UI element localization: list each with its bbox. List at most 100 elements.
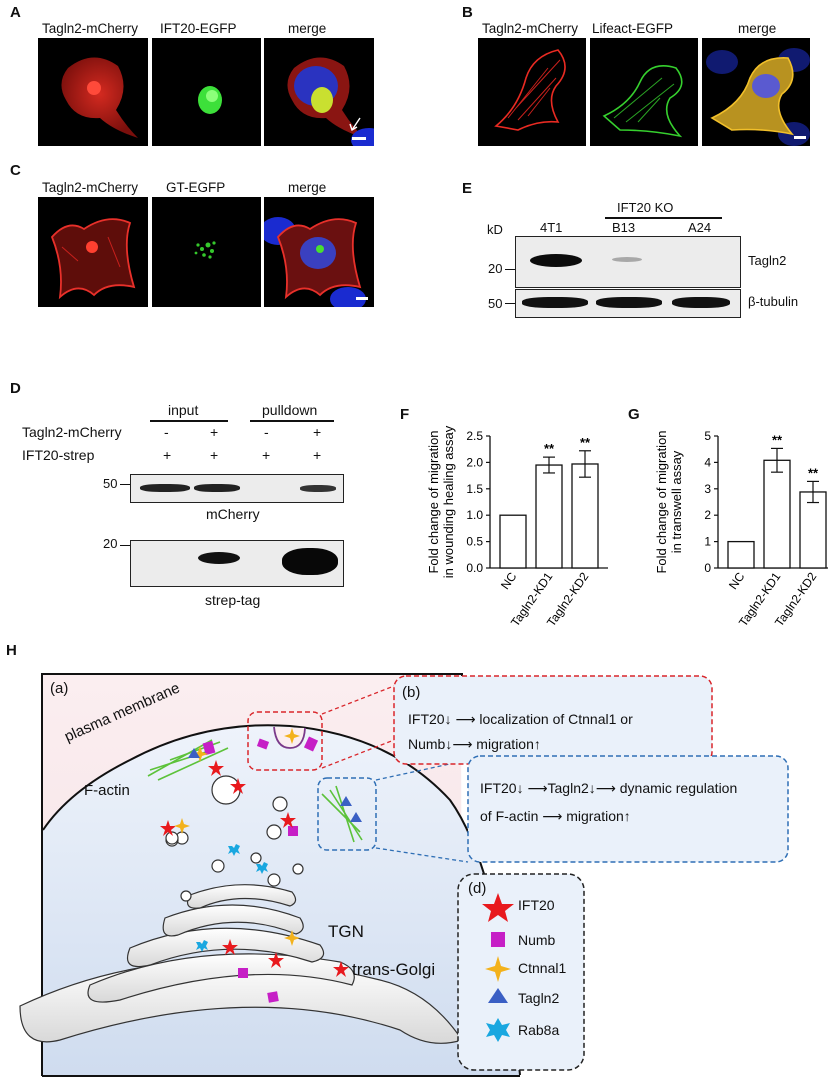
panel-c-letter: C bbox=[10, 162, 21, 179]
chart-f-ytick-label: 0.5 bbox=[466, 535, 483, 549]
panel-d-band-m4 bbox=[300, 485, 336, 492]
zoom-region-b bbox=[247, 711, 323, 771]
panel-e-marker-50: 50 bbox=[488, 296, 503, 311]
chart-g-category-label: NC bbox=[726, 569, 748, 592]
panel-a-label-3: merge bbox=[288, 21, 327, 36]
legend-ift20-label: IFT20 bbox=[518, 897, 555, 913]
chart-f-ylabel: Fold change of migrationin wounding heal… bbox=[426, 425, 456, 578]
panel-d-sign-2-3: + bbox=[262, 447, 271, 463]
panel-d-blot-label-mcherry: mCherry bbox=[206, 506, 260, 522]
panel-e-band-tub-3 bbox=[672, 297, 730, 308]
chart-f-ytick-label: 2.0 bbox=[466, 455, 483, 469]
panel-e-band-b13 bbox=[612, 257, 642, 262]
chart-f-ytick-label: 2.5 bbox=[466, 429, 483, 443]
chart-f-ytick-label: 1.0 bbox=[466, 508, 483, 522]
panel-h-label-tgn: TGN bbox=[328, 922, 364, 941]
panel-e-group-line bbox=[605, 217, 722, 219]
panel-d-header-input: input bbox=[168, 402, 199, 418]
panel-b-label-3: merge bbox=[738, 21, 777, 36]
panel-h-label-trans-golgi: trans-Golgi bbox=[352, 960, 436, 979]
chart-g-ytick-label: 3 bbox=[704, 482, 711, 496]
panel-h-diagram bbox=[19, 673, 789, 1077]
panel-d-band-s2 bbox=[198, 552, 240, 564]
panel-d-letter: D bbox=[10, 380, 21, 397]
panel-e-marker-20-tick bbox=[505, 269, 515, 270]
tgn-vesicles bbox=[165, 775, 304, 902]
panel-b-image-green bbox=[590, 38, 698, 146]
panel-e-band-tub-1 bbox=[522, 297, 588, 308]
legend-ift20-icon bbox=[482, 893, 514, 922]
panel-c-image-green bbox=[152, 197, 261, 307]
panel-d-sign-1-4: + bbox=[313, 424, 322, 440]
panel-c-label-3: merge bbox=[288, 180, 327, 195]
zoom-connector-b-bottom bbox=[321, 739, 395, 769]
panel-f-letter: F bbox=[400, 406, 410, 423]
panel-b-image-merge bbox=[702, 38, 810, 146]
chart-f-category-label: NC bbox=[498, 569, 520, 592]
chart-f-ytick-label: 0.0 bbox=[466, 561, 483, 575]
legend-ctnnal1-label: Ctnnal1 bbox=[518, 960, 567, 976]
box-b-line-1: IFT20↓ ⟶ localization of Ctnnal1 or bbox=[408, 711, 633, 727]
chart-g-bar bbox=[727, 540, 755, 569]
panel-c-label-1: Tagln2-mCherry bbox=[42, 180, 139, 195]
panel-e-marker-20: 20 bbox=[488, 261, 503, 276]
legend-numb-icon bbox=[491, 932, 505, 947]
panel-e-kd-label: kD bbox=[487, 222, 503, 237]
panel-d-header-pulldown-line bbox=[250, 420, 334, 422]
panel-h-label-factin: F-actin bbox=[84, 782, 130, 799]
legend-ctnnal1-icon bbox=[485, 956, 511, 982]
panel-d-sign-1-1: - bbox=[164, 424, 169, 440]
panel-d-row-ift20: IFT20-strep bbox=[22, 447, 95, 463]
panel-e-lane-b13: B13 bbox=[612, 220, 636, 235]
chart-g-ytick-label: 1 bbox=[704, 535, 711, 549]
zoom-region-c bbox=[317, 777, 377, 851]
panel-a-letter: A bbox=[10, 4, 21, 21]
panel-h-label-d: (d) bbox=[468, 880, 487, 897]
legend-rab8a-label: Rab8a bbox=[518, 1022, 560, 1038]
panel-a-label-1: Tagln2-mCherry bbox=[42, 21, 139, 36]
panel-d-band-m1 bbox=[140, 484, 190, 492]
panel-c-image-merge bbox=[264, 197, 374, 307]
zoom-connector-c-bottom bbox=[375, 847, 469, 863]
panel-b-image-red bbox=[478, 38, 586, 146]
legend-numb-label: Numb bbox=[518, 932, 556, 948]
panel-e-lane-a24: A24 bbox=[688, 220, 712, 235]
chart-g-ytick-label: 4 bbox=[704, 455, 711, 469]
panel-e-protein-tagln2: Tagln2 bbox=[748, 253, 787, 268]
protein-markers bbox=[160, 728, 362, 1003]
legend-tagln2-icon bbox=[488, 988, 508, 1003]
panel-e-letter: E bbox=[462, 180, 473, 197]
chart-g-significance: ** bbox=[772, 432, 783, 447]
panel-d-blot-label-strep: strep-tag bbox=[205, 592, 261, 608]
box-c bbox=[467, 755, 789, 863]
zoom-connector-b-top bbox=[321, 685, 395, 715]
panel-e-band-4t1 bbox=[530, 254, 582, 267]
chart-g-ytick-label: 5 bbox=[704, 429, 711, 443]
chart-f-ytick-label: 1.5 bbox=[466, 482, 483, 496]
panel-d-marker-50-tick bbox=[120, 484, 130, 485]
box-c-line-1: IFT20↓ ⟶Tagln2↓⟶ dynamic regulation bbox=[480, 780, 738, 796]
legend-box-d bbox=[457, 873, 585, 1071]
chart-g-ylabel: Fold change of migrationin transwell ass… bbox=[654, 430, 684, 573]
chart-g-ytick-label: 2 bbox=[704, 508, 711, 522]
panel-d-header-input-line bbox=[150, 420, 228, 422]
box-b-line-2: Numb↓⟶ migration↑ bbox=[408, 736, 541, 752]
panel-b-label-2: Lifeact-EGFP bbox=[592, 21, 674, 36]
chart-g-ytick-label: 0 bbox=[704, 561, 711, 575]
panel-a-label-2: IFT20-EGFP bbox=[160, 21, 237, 36]
panel-h-letter: H bbox=[6, 642, 17, 659]
panel-d-band-s4 bbox=[282, 548, 338, 575]
factin-bundle-right bbox=[321, 785, 363, 843]
chart-g-bar bbox=[799, 491, 827, 569]
panel-e-band-tub-2 bbox=[596, 297, 662, 308]
panel-b-letter: B bbox=[462, 4, 473, 21]
chart-g-bar bbox=[763, 459, 791, 569]
panel-c-label-2: GT-EGFP bbox=[166, 180, 226, 195]
panel-e-group-label: IFT20 KO bbox=[617, 200, 674, 215]
panel-d-sign-1-3: - bbox=[264, 424, 269, 440]
panel-g-letter: G bbox=[628, 406, 640, 423]
chart-f-bar bbox=[499, 514, 527, 569]
panel-d-marker-20-tick bbox=[120, 545, 130, 546]
panel-d-marker-50: 50 bbox=[103, 476, 118, 491]
panel-d-row-tagln2: Tagln2-mCherry bbox=[22, 424, 122, 440]
